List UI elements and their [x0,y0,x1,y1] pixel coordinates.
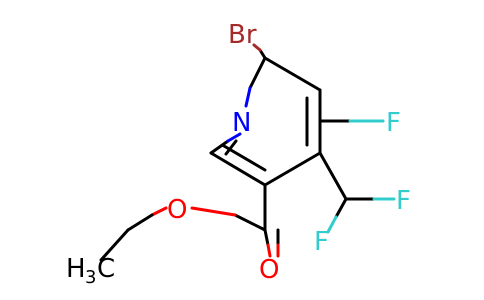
bond-chf2-fb-black [334,197,348,219]
bond-c6-n-black [248,56,267,90]
bond-n-c2-blue [226,132,242,143]
bond-chf2-fb-cyan [326,215,338,234]
atom-o-ester-label: O [167,195,187,225]
atom-o-carbonyl-label: O [259,255,279,285]
bond-c6-c5 [263,56,322,92]
atom-ch3-subscript: 3 [85,267,96,288]
atom-f-ring-label: F [386,108,401,138]
bond-ch2-ch3 [99,228,130,262]
atom-f-chf2-b-label: F [314,227,329,257]
bond-c-oester-black [233,213,267,232]
bond-c3-c2 [209,151,267,187]
bond-c6-br-brown [252,43,262,52]
atom-ch3-h: H [66,254,86,284]
bond-c4-c3 [263,151,322,187]
bond-oester-ch2-black [126,213,154,232]
atom-ch3-c: C [97,254,115,284]
atom-br-label: Br [228,20,257,50]
bond-co-double-1-red [266,243,272,258]
bond-n-c2-inner [224,139,238,156]
bond-c6-n-blue [244,86,252,108]
atom-f-chf2-a-label: F [396,186,411,216]
bond-oester-ch2-red [150,206,168,217]
atom-n-label: N [232,108,251,138]
bond-n-c2-black [209,139,230,155]
bond-c-oester-red [190,206,237,217]
bond-c6-br-black [258,48,267,60]
bond-co-double-1-black [263,228,270,247]
bond-c3-chf2 [318,151,348,201]
